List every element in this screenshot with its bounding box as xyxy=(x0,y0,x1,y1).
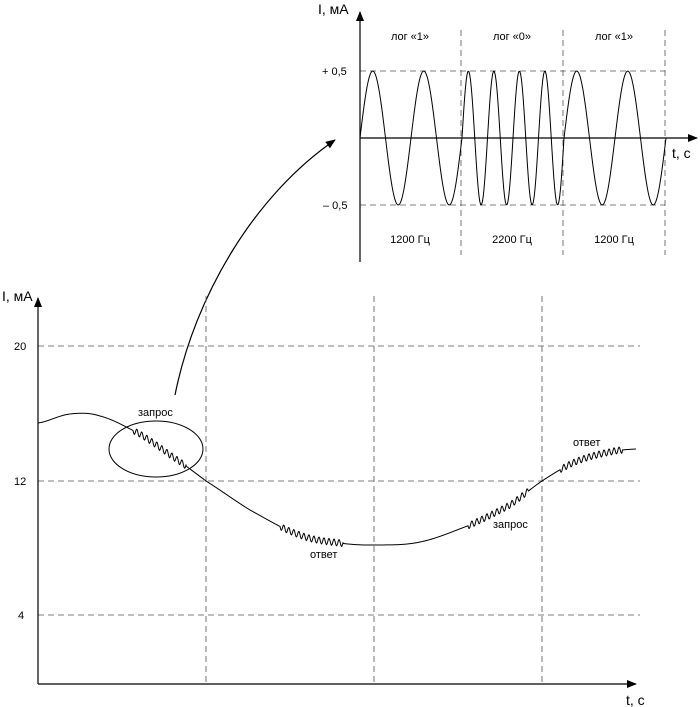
main-tick-20: 20 xyxy=(14,341,26,353)
main-y-axis-label: I, мА xyxy=(2,288,33,304)
annotation-zapros-2: запрос xyxy=(493,519,528,531)
inset-freq-label-3: 1200 Гц xyxy=(594,234,634,246)
inset-tick-minus: – 0,5 xyxy=(323,200,347,212)
zoom-connector-arrow xyxy=(174,139,336,396)
main-plot: I, мА t, с 20 12 4 запрос ответ запрос о… xyxy=(2,288,645,707)
annotation-zapros-1: запрос xyxy=(138,407,173,419)
inset-plot: I, мА t, с + 0,5 – 0,5 лог «1» лог «0» л… xyxy=(318,1,698,262)
main-tick-4: 4 xyxy=(18,610,24,622)
main-tick-12: 12 xyxy=(14,476,26,488)
inset-y-axis-label: I, мА xyxy=(318,1,349,17)
annotation-otvet-2: ответ xyxy=(573,437,600,449)
inset-fsk-waveform xyxy=(359,70,667,206)
inset-logic-label-3: лог «1» xyxy=(595,31,633,43)
inset-freq-label-2: 2200 Гц xyxy=(492,234,532,246)
main-x-axis-label: t, с xyxy=(626,692,645,707)
current-loop-signal xyxy=(37,412,637,548)
zoom-ellipse xyxy=(108,420,204,478)
inset-logic-label-1: лог «1» xyxy=(391,31,429,43)
annotation-otvet-1: ответ xyxy=(310,549,337,561)
inset-tick-plus: + 0,5 xyxy=(322,66,347,78)
inset-freq-label-1: 1200 Гц xyxy=(390,234,430,246)
inset-x-axis-label: t, с xyxy=(672,145,691,161)
inset-logic-label-2: лог «0» xyxy=(493,31,531,43)
